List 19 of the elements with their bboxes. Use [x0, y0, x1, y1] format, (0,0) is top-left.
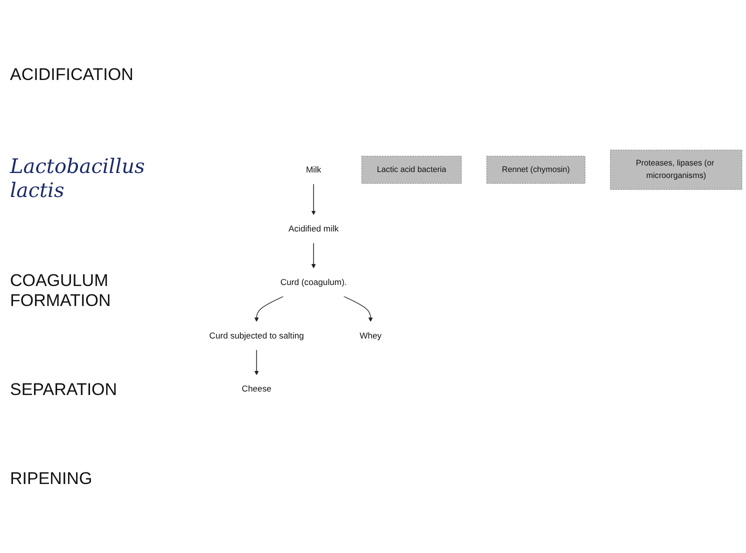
- arrow: [343, 296, 373, 322]
- node-text: Curd (coagulum).: [280, 277, 347, 287]
- node-box: Proteases, lipases (or microorganisms): [610, 150, 742, 190]
- node-text: Acidified milk: [288, 224, 339, 234]
- node-text: Cheese: [242, 384, 272, 394]
- node-text: Milk: [306, 164, 322, 174]
- stage-label: COAGULUM FORMATION: [10, 270, 112, 310]
- arrow: [311, 242, 316, 268]
- arrow: [311, 183, 316, 215]
- stage-label: ACIDIFICATION: [10, 64, 134, 84]
- handwritten-note: Lactobacillus lactis: [10, 154, 146, 202]
- stage-label: RIPENING: [10, 468, 94, 488]
- node-box: Lactic acid bacteria: [361, 156, 462, 184]
- arrow: [254, 349, 259, 376]
- node-box: Rennet (chymosin): [486, 156, 586, 184]
- node-text: Curd subjected to salting: [209, 330, 304, 340]
- node-text: Whey: [360, 330, 382, 340]
- arrow: [254, 296, 284, 322]
- stage-label: SEPARATION: [10, 380, 118, 400]
